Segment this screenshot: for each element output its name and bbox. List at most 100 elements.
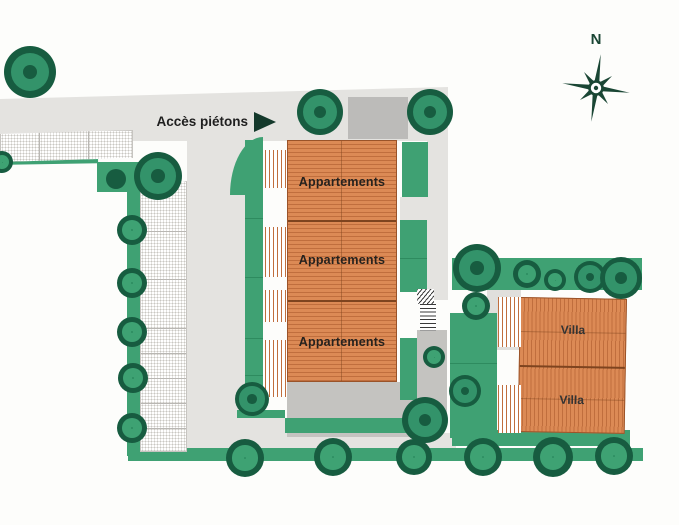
tree-ring [332, 456, 334, 458]
tree-ring [475, 305, 477, 307]
pedestrian-access-arrow-icon [254, 112, 276, 132]
bush-icon [544, 269, 566, 291]
tree-ring [247, 394, 257, 404]
villa-terrace-strip [498, 385, 521, 433]
apartments-label-1: Appartements [298, 175, 386, 189]
stall-divider [141, 403, 186, 404]
apartments-building: Appartements Appartements Appartements [287, 140, 397, 382]
tree-icon [297, 89, 343, 135]
compass-rose-icon: N [562, 31, 630, 122]
tree-ring [22, 64, 38, 80]
tree-icon [407, 89, 453, 135]
bush-icon [533, 437, 573, 477]
lawn-courtyard-strip [285, 418, 407, 433]
parking-column-east [140, 181, 187, 452]
bush-icon [0, 151, 13, 173]
tree-icon [449, 375, 481, 407]
lawn-east-of-courtyard [400, 338, 417, 400]
stall-divider [141, 378, 186, 379]
tree-icon [235, 382, 269, 416]
tree-ring [526, 273, 528, 275]
tree-ring [244, 457, 246, 459]
tree-ring [1, 161, 3, 163]
tree-ring [413, 456, 415, 458]
bush-icon [118, 363, 148, 393]
road-right-column [427, 88, 448, 300]
tree-icon [453, 244, 501, 292]
stairs-icon [417, 289, 434, 304]
tree-ring [482, 456, 484, 458]
bush-icon [117, 268, 147, 298]
stall-divider [39, 131, 40, 161]
garden-divider [245, 375, 263, 376]
bush-icon [314, 438, 352, 476]
tree-ring [131, 282, 133, 284]
balcony-strip [265, 340, 287, 397]
tree-ring [313, 105, 327, 119]
garden-divider [400, 258, 427, 259]
bush-icon [462, 292, 490, 320]
balcony-strip [265, 227, 287, 277]
garden-divider [245, 338, 263, 339]
tree-ring [131, 427, 133, 429]
bush-icon [226, 439, 264, 477]
stall-divider [141, 328, 186, 329]
villa-section-divider [519, 365, 625, 369]
compass-rose: N [556, 26, 640, 130]
tree-ring [615, 272, 627, 284]
apartments-garden-band [245, 140, 263, 413]
tree-icon [134, 152, 182, 200]
stall-divider [141, 279, 186, 280]
tree-ring [585, 272, 595, 282]
villa-label-2: Villa [559, 392, 585, 408]
road-right-stub [400, 197, 448, 220]
apartments-label-2: Appartements [298, 253, 386, 267]
villa-lawn-bottom [452, 430, 630, 446]
tree-ring [423, 105, 437, 119]
garden-divider [245, 218, 263, 219]
balcony-strip [265, 290, 287, 322]
bush-icon [117, 215, 147, 245]
tree-ring [0, 154, 10, 170]
bush-icon [595, 437, 633, 475]
tree-icon [402, 397, 448, 443]
parking-row-top [0, 130, 133, 162]
stall-divider [141, 231, 186, 232]
tree-icon [4, 46, 56, 98]
tree-ring [151, 169, 165, 183]
bush-icon [396, 439, 432, 475]
lawn-courtyard-strip-small [237, 410, 285, 418]
tree-ring [433, 356, 435, 358]
bush-icon [464, 438, 502, 476]
tree-icon [106, 169, 126, 189]
pedestrian-access-label: Accès piétons [156, 114, 248, 129]
tree-ring [613, 455, 615, 457]
tree-ring [132, 377, 134, 379]
apartments-label-3: Appartements [298, 335, 386, 349]
villa-lawn-left [450, 313, 497, 438]
balcony-strip [265, 150, 287, 188]
lawn-east-lower [400, 220, 427, 292]
garden-divider [245, 277, 263, 278]
stall-divider [141, 428, 186, 429]
tree-ring [418, 413, 432, 427]
villa-label-1: Villa [560, 322, 586, 338]
lawn-east-upper [402, 142, 428, 197]
garden-divider [450, 363, 497, 364]
building-section-divider [288, 300, 396, 302]
tree-ring [470, 261, 484, 275]
tree-ring [131, 331, 133, 333]
tree-ring [131, 229, 133, 231]
paved-patch-top [348, 97, 408, 139]
villa-building: Villa Villa [517, 297, 627, 434]
tree-icon [600, 257, 642, 299]
stairs-icon [420, 304, 436, 331]
tree-ring [460, 386, 470, 396]
bush-icon [423, 346, 445, 368]
compass-north-label: N [591, 31, 602, 48]
villa-terrace-strip [498, 297, 521, 347]
bush-icon [117, 413, 147, 443]
bush-icon [117, 317, 147, 347]
stall-divider [88, 131, 89, 161]
